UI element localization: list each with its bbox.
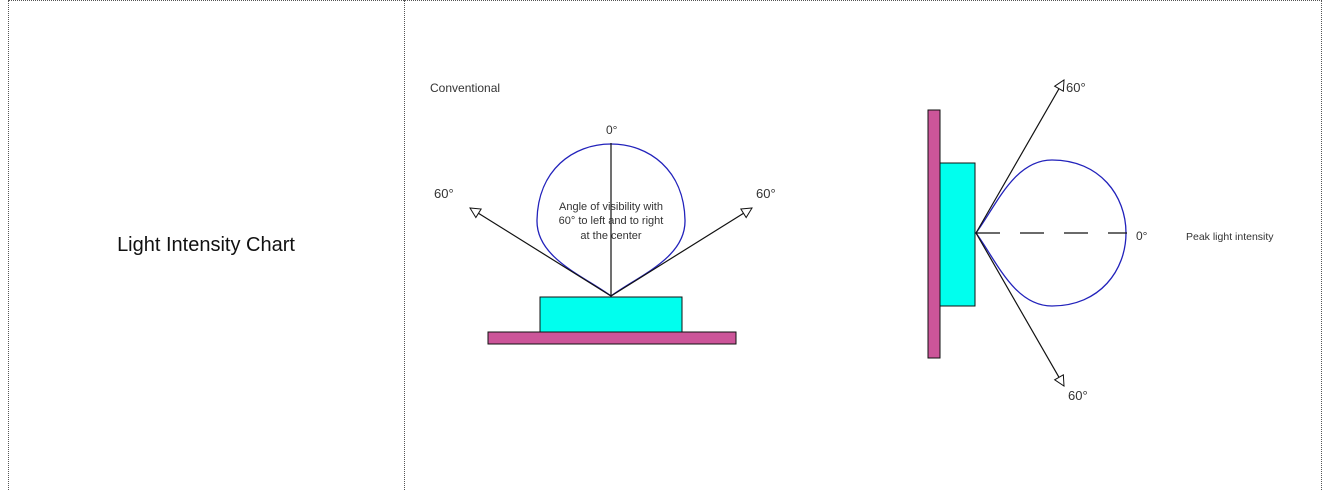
side-diagram: 60° 60° 0° Peak light intensity xyxy=(927,80,1274,403)
side-peak-angle: 0° xyxy=(1136,229,1148,243)
row-label: Light Intensity Chart xyxy=(117,233,295,256)
table-frame xyxy=(8,0,1322,490)
side-top-arrow xyxy=(975,80,1064,234)
conventional-right-arrow xyxy=(610,208,752,297)
conventional-top-angle: 0° xyxy=(606,123,618,137)
column-divider xyxy=(404,0,405,490)
conventional-diagram: Conventional 0° 60° 60° Angle of visibil… xyxy=(430,81,776,345)
conventional-left-arrow xyxy=(470,208,612,297)
conventional-right-angle: 60° xyxy=(756,186,776,201)
conventional-caption-line3: at the center xyxy=(580,230,641,242)
conventional-led-body xyxy=(539,296,683,333)
side-top-angle: 60° xyxy=(1066,80,1086,95)
conventional-caption-line1: Angle of visibility with xyxy=(559,201,663,213)
side-led-body xyxy=(939,162,976,307)
conventional-title: Conventional xyxy=(430,81,500,95)
row-label-cell: Light Intensity Chart xyxy=(8,0,404,490)
conventional-left-angle: 60° xyxy=(434,186,454,201)
side-bottom-angle: 60° xyxy=(1068,388,1088,403)
conventional-base-plate xyxy=(487,331,737,345)
side-peak-label: Peak light intensity xyxy=(1186,231,1274,243)
side-bottom-arrow xyxy=(975,232,1064,386)
side-base-plate xyxy=(927,109,941,359)
conventional-caption-line2: 60° to left and to right xyxy=(559,215,664,227)
